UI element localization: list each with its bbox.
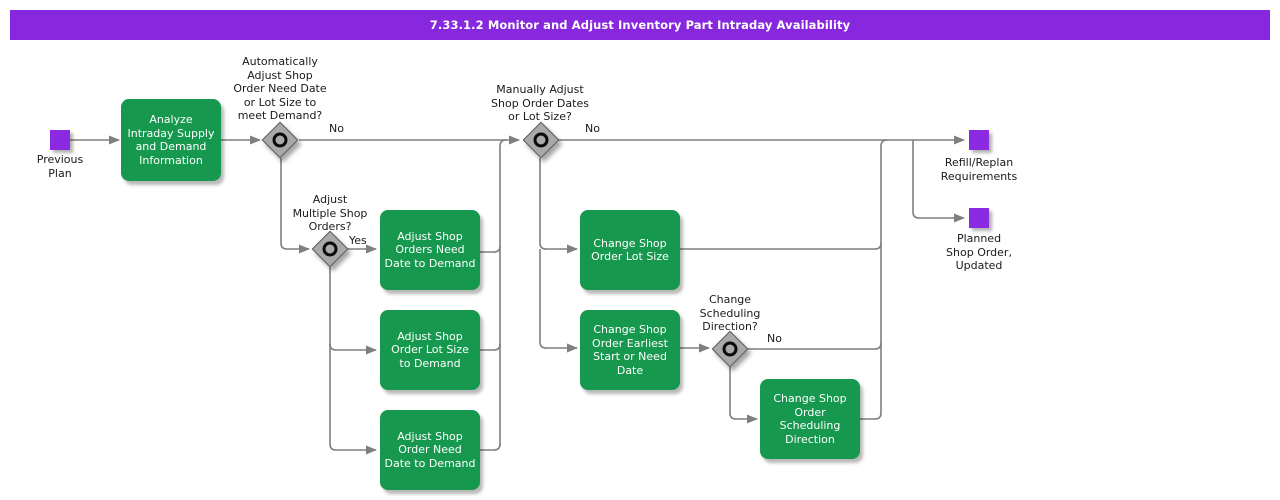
gateway-adjust-multiple-shop-orders (311, 230, 349, 268)
task-analyze-intraday-supply[interactable]: Analyze Intraday Supply and Demand Infor… (121, 99, 221, 181)
gateway-ring-icon (272, 132, 288, 148)
task-adjust-shop-order-need-date[interactable]: Adjust Shop Order Need Date to Demand (380, 410, 480, 490)
gateway-change-scheduling-direction (711, 330, 749, 368)
task-adjust-shop-order-lot-size[interactable]: Adjust Shop Order Lot Size to Demand (380, 310, 480, 390)
gateway-automatically-adjust (261, 121, 299, 159)
gateway-ring-icon (533, 132, 549, 148)
connector-left-merge-spine (499, 139, 507, 446)
gateway-ring-icon (322, 241, 338, 257)
connector-changesched-merge (860, 412, 882, 420)
connector-manualadjust-changelotsize (539, 158, 578, 254)
edge-label-direction-no: No (767, 332, 782, 345)
edge-label-manual-no: No (585, 122, 600, 135)
connector-adjustmultiple-orderneeddate (329, 267, 377, 455)
connector-changedirection-changesched (729, 367, 758, 424)
diagram-title-bar: 7.33.1.2 Monitor and Adjust Inventory Pa… (10, 10, 1270, 40)
gateway-question-adjust-multiple: Adjust Multiple Shop Orders? (292, 193, 368, 233)
gateway-question-change-direction: Change Scheduling Direction? (699, 293, 761, 333)
task-change-shop-order-earliest-start[interactable]: Change Shop Order Earliest Start or Need… (580, 310, 680, 390)
task-change-shop-order-scheduling-direction[interactable]: Change Shop Order Scheduling Direction (760, 379, 860, 459)
connector-adjustmultiple-orderlotsize (329, 343, 377, 355)
task-adjust-shop-orders-need-date[interactable]: Adjust Shop Orders Need Date to Demand (380, 210, 480, 290)
data-object-refill-replan[interactable] (969, 130, 989, 150)
diagram-title: 7.33.1.2 Monitor and Adjust Inventory Pa… (429, 18, 851, 32)
data-object-planned-shop-order[interactable] (969, 208, 989, 228)
data-object-label-planned-shop-order: Planned Shop Order, Updated (946, 232, 1012, 272)
edge-label-auto-no: No (329, 122, 344, 135)
data-object-label-refill-replan: Refill/Replan Requirements (940, 156, 1018, 183)
gateway-question-manually-adjust: Manually Adjust Shop Order Dates or Lot … (491, 83, 589, 123)
connector-orderneeddate-merge (480, 443, 501, 451)
data-object-label-previous-plan: Previous Plan (36, 153, 84, 180)
edge-label-multiple-yes: Yes (349, 234, 367, 247)
gateway-question-automatically-adjust: Automatically Adjust Shop Order Need Dat… (233, 55, 327, 122)
connector-orderlotsize-merge (480, 343, 501, 351)
gateway-ring-icon (722, 341, 738, 357)
connector-changelotsize-merge (680, 242, 882, 250)
connector-ordersneeddate-merge (480, 245, 501, 253)
connector-manualadjust-changeearliest (539, 249, 578, 353)
task-change-shop-order-lot-size[interactable]: Change Shop Order Lot Size (580, 210, 680, 290)
data-object-previous-plan[interactable] (50, 130, 70, 150)
gateway-manually-adjust (522, 121, 560, 159)
connector-right-merge-spine (880, 139, 888, 413)
